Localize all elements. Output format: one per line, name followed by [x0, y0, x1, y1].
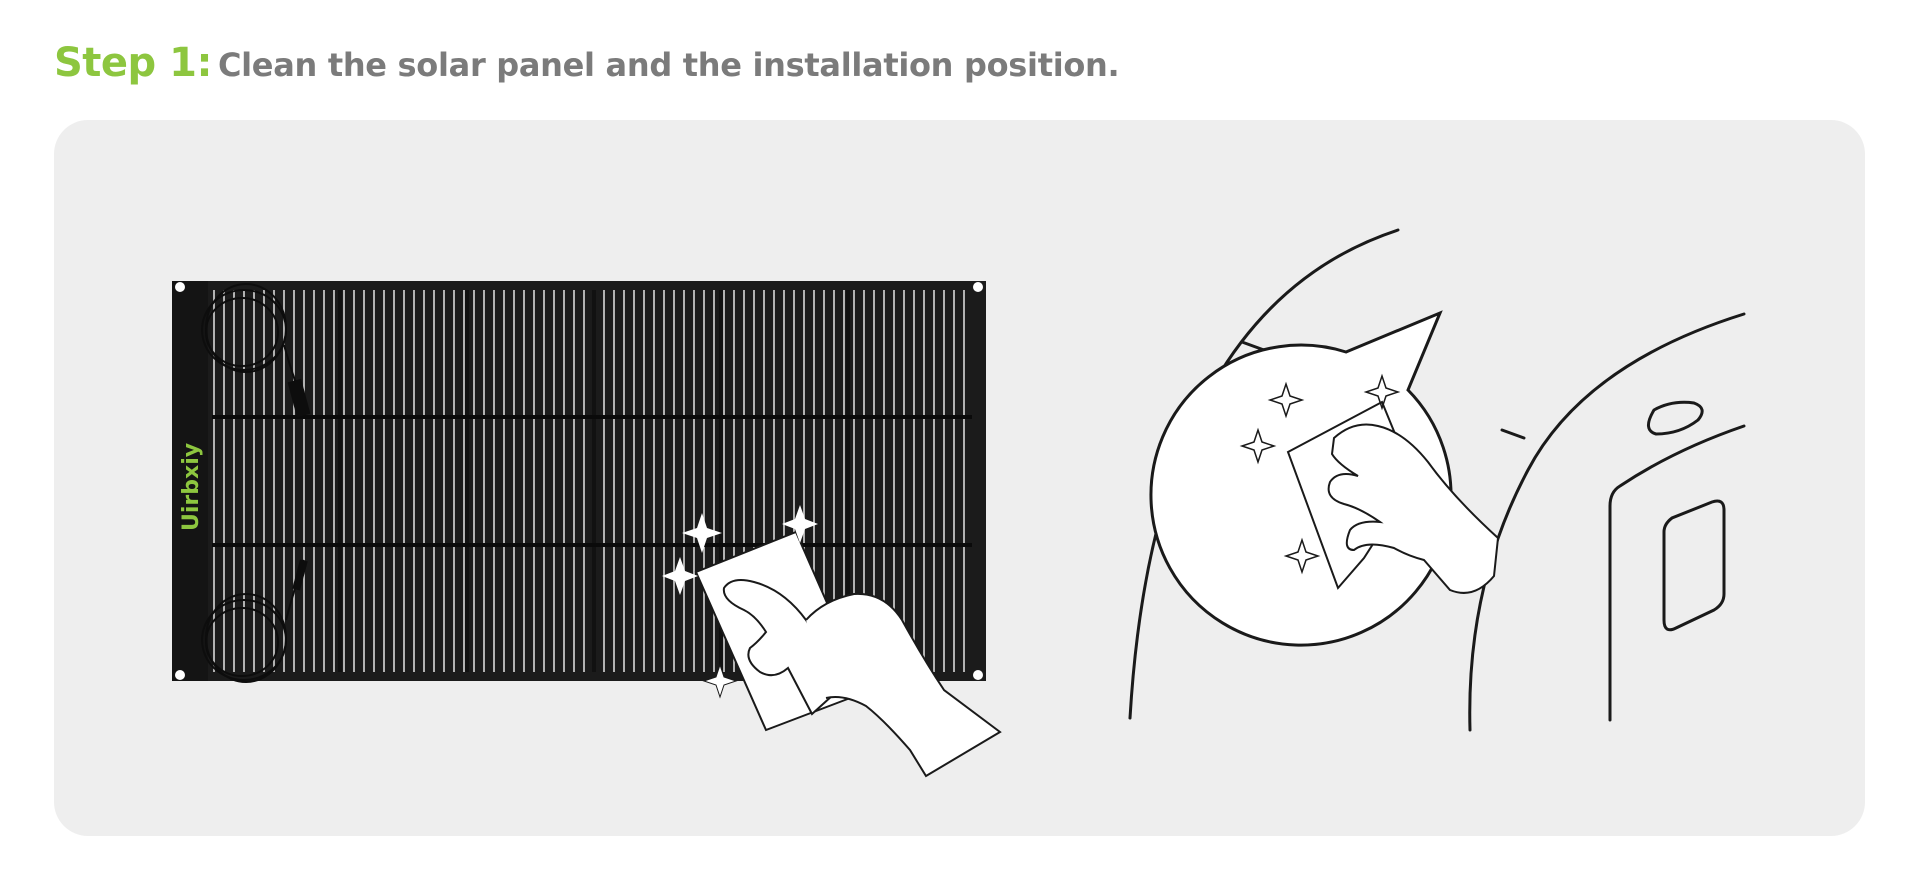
illustration-panel: Uirbxiy: [54, 120, 1865, 836]
step-heading: Step 1:Clean the solar panel and the ins…: [54, 40, 1119, 86]
step-label: Step 1:: [54, 40, 212, 86]
brand-logo: Uirbxiy: [179, 443, 204, 531]
mount-hole-icon: [175, 670, 185, 680]
step-instruction: Clean the solar panel and the installati…: [218, 46, 1119, 84]
mount-hole-icon: [973, 282, 983, 292]
mount-hole-icon: [175, 282, 185, 292]
mount-hole-icon: [973, 670, 983, 680]
